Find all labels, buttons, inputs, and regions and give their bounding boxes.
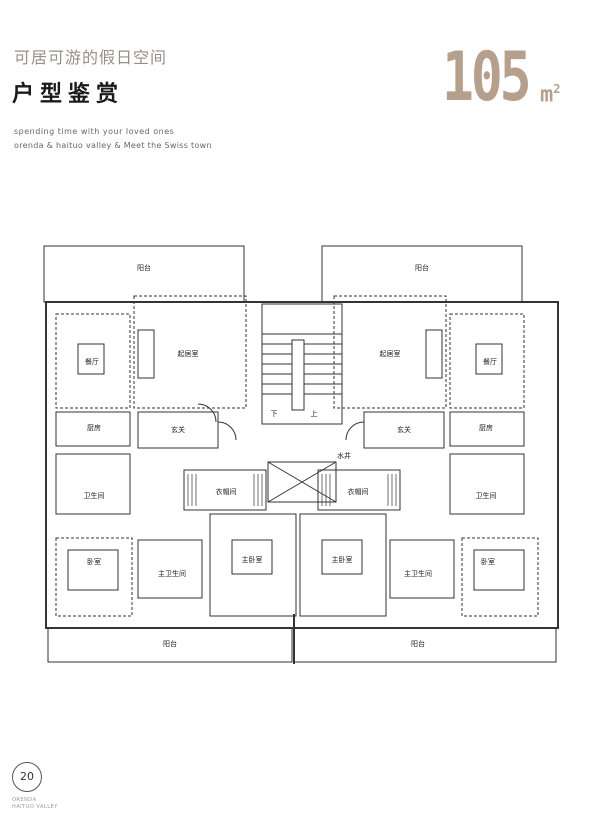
living-right [333,295,447,409]
label-balcony-bottom-right: 阳台 [411,639,425,648]
kitchen-left [55,411,131,447]
label-living-left: 起居室 [178,349,199,358]
label-cloakroom-left: 衣帽间 [216,487,237,496]
label-dining-right: 餐厅 [483,357,497,366]
label-living-right: 起居室 [380,349,401,358]
label-bedroom-right: 卧室 [481,557,495,566]
master-bedroom-right [299,513,387,617]
master-bedroom-left [209,513,297,617]
subtitle: 可居可游的假日空间 [14,48,168,67]
balcony-top-right [321,245,523,303]
balcony-top-left [43,245,245,303]
label-master-bedroom-left: 主卧室 [242,555,263,564]
area-unit: m2 [540,82,561,108]
area-label: 105 m2 [442,38,560,117]
brand-line-2: HAITUO VALLEY [12,804,58,810]
bathroom-right [449,453,525,515]
label-bathroom-left: 卫生间 [84,491,105,500]
page-title: 户型鉴赏 [12,82,125,107]
label-kitchen-right: 厨房 [479,423,493,432]
label-stair-up: 上 [311,409,318,418]
balcony-bottom-right [293,627,557,663]
bedroom-right [461,537,539,617]
label-cloakroom-right: 衣帽间 [348,487,369,496]
page-number: 20 [12,762,42,792]
living-left [133,295,247,409]
label-water-well: 水井 [337,451,351,460]
label-foyer-right: 玄关 [397,425,411,434]
master-bath-left [137,539,203,599]
table-left [77,343,105,375]
table-right [475,343,503,375]
label-master-bedroom-right: 主卧室 [332,555,353,564]
label-balcony-bottom-left: 阳台 [163,639,177,648]
tagline-2: orenda & haituo valley & Meet the Swiss … [14,141,212,150]
bathroom-left [55,453,131,515]
label-master-bath-right: 主卫生间 [404,569,432,578]
sofa-left [137,329,155,379]
label-stair-down: 下 [271,410,278,418]
bed-left [67,549,119,591]
building-outline [45,301,559,629]
master-bath-right [389,539,455,599]
bed-right [473,549,525,591]
elevator [267,461,337,503]
sofa-right [425,329,443,379]
label-master-bath-left: 主卫生间 [158,569,186,578]
label-balcony-top-right: 阳台 [415,263,429,272]
foyer-right [363,411,445,449]
cloakroom-left [183,469,267,511]
dining-right [449,313,525,409]
label-foyer-left: 玄关 [171,425,185,434]
label-balcony-top-left: 阳台 [137,263,151,272]
label-bedroom-left: 卧室 [87,557,101,566]
label-dining-left: 餐厅 [85,357,99,366]
dining-left [55,313,131,409]
bedroom-left [55,537,133,617]
label-bathroom-right: 卫生间 [476,491,497,500]
tagline-1: spending time with your loved ones [14,127,175,136]
stair-well [291,339,305,411]
area-number: 105 [442,38,532,117]
floor-plan: 阳台 阳台 起居室 起居室 餐厅 餐厅 厨房 厨房 玄关 玄关 卫生间 卫生间 … [43,245,559,664]
foyer-left [137,411,219,449]
kitchen-right [449,411,525,447]
brand-line-1: ORENDA [12,797,37,803]
balcony-bottom-left [47,627,293,663]
master-bed-left [231,539,273,575]
cloakroom-right [317,469,401,511]
label-kitchen-left: 厨房 [87,423,101,432]
master-bed-right [321,539,363,575]
